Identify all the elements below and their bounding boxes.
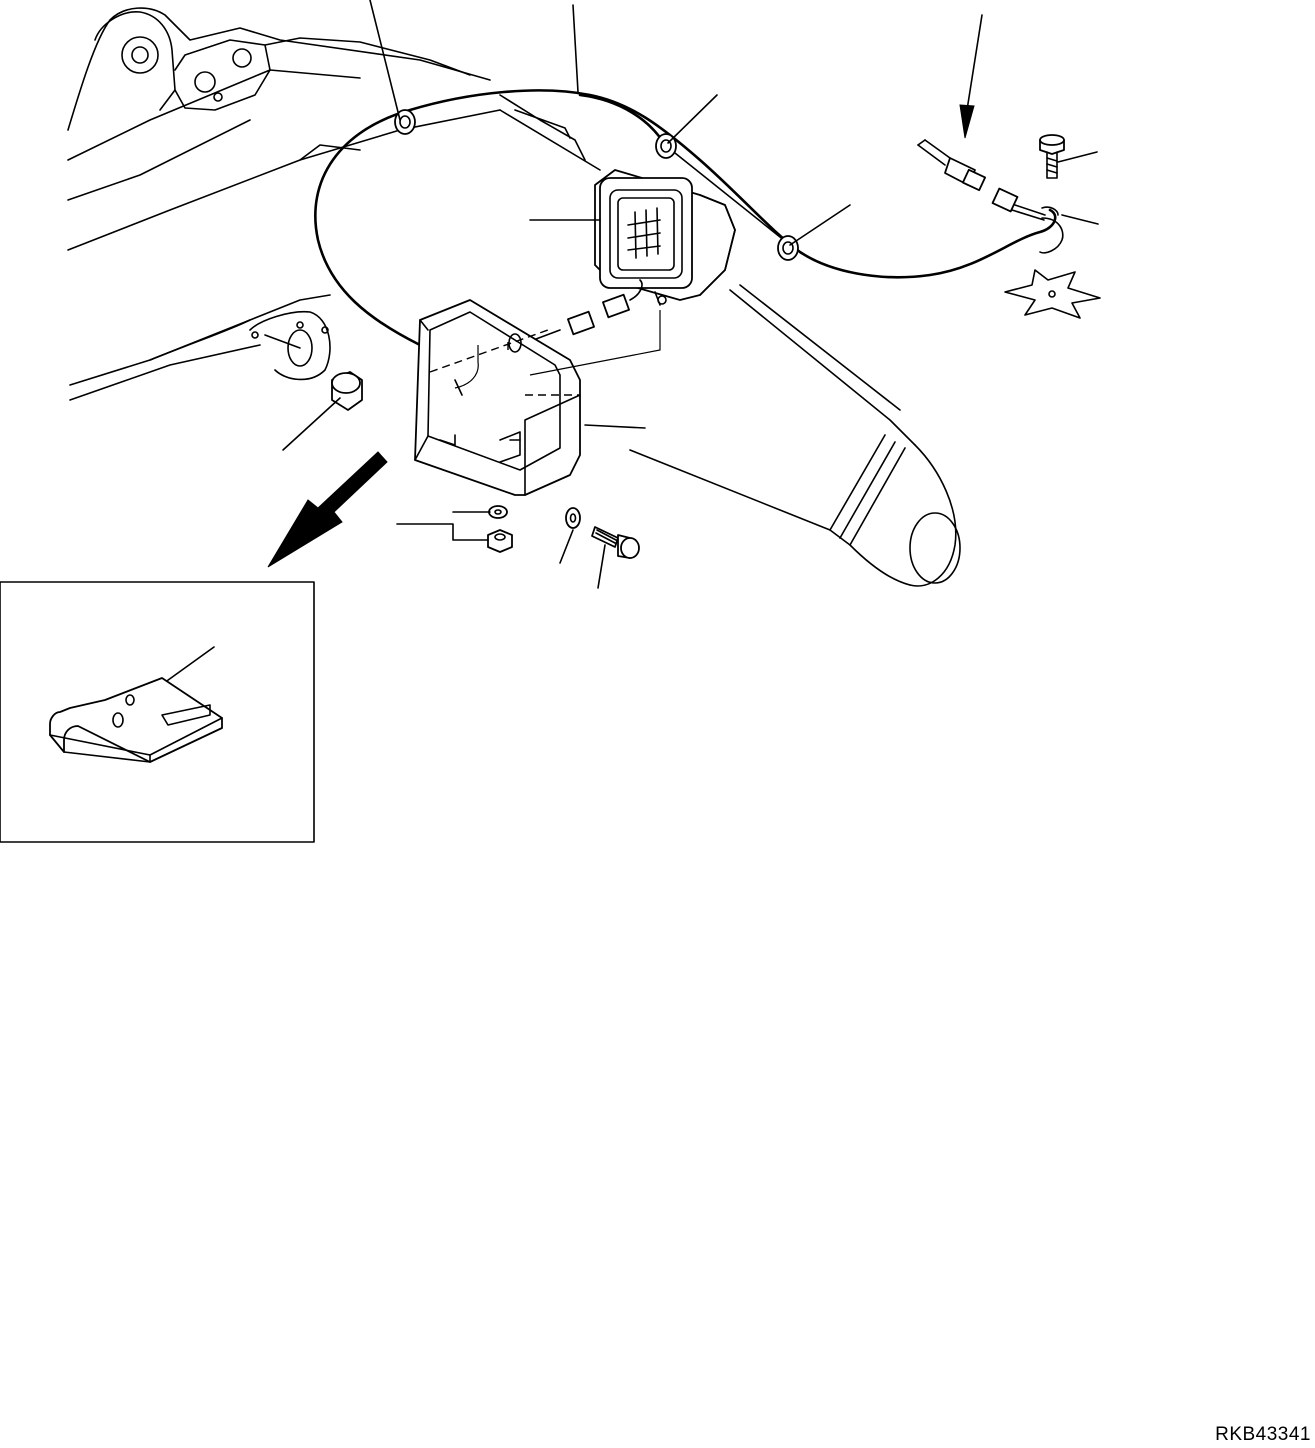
washer [488,505,508,519]
washer-2 [565,507,581,529]
view-arrow [959,14,983,139]
spacer [331,371,363,411]
lamp-guard [414,299,661,496]
harness-connector [917,139,1046,221]
ground-plate [1004,269,1101,319]
lamp-connector [519,279,643,346]
nut [487,529,513,553]
leader-lines [163,0,1099,684]
drawing-code: RKB43341 [1215,1424,1311,1445]
detail-inset [0,581,315,843]
work-lamp [594,169,736,306]
ring-terminal [1039,206,1064,254]
boom [67,7,961,587]
wire-clamp-1 [394,109,416,135]
bolt [591,526,640,559]
ground-bolt [1039,134,1065,179]
detail-arrow [267,451,388,568]
wire-clamp-3 [777,235,799,261]
